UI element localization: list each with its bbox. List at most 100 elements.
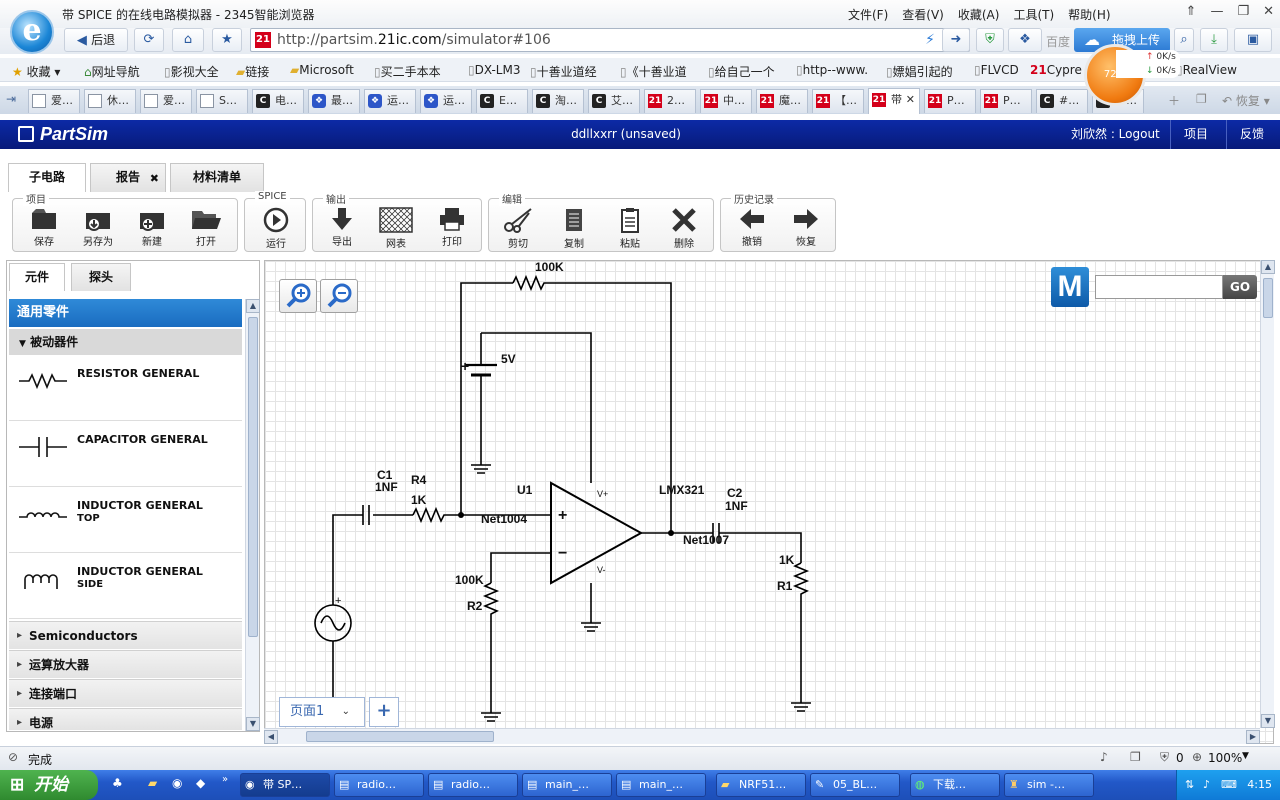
pin-icon[interactable]: ⇑ [1185, 4, 1197, 19]
ground-r1[interactable] [791, 702, 811, 712]
page-tab[interactable]: 页面1⌄ [279, 697, 365, 727]
tab[interactable]: ❖运… [420, 89, 472, 113]
print-button[interactable]: 打印 [425, 207, 479, 251]
menu-favorites[interactable]: 收藏(A) [957, 8, 1000, 22]
part-capacitor[interactable]: CAPACITOR GENERAL [9, 423, 242, 487]
shield-icon[interactable]: ⛨ [1160, 750, 1170, 764]
cut-button[interactable]: 剪切 [491, 207, 545, 251]
new-button[interactable]: 新建 [125, 207, 179, 251]
ime-icon[interactable]: ⌨ [1221, 778, 1237, 791]
tab-report[interactable]: 报告✖ [90, 163, 166, 192]
schematic-canvas[interactable]: 100K 5V + C1 1NF R4 1K U1 LMX321 C2 1NF … [264, 260, 1274, 744]
schematic[interactable]: 100K 5V + C1 1NF R4 1K U1 LMX321 C2 1NF … [265, 261, 1274, 744]
go-button[interactable]: ➜ [942, 28, 970, 52]
chevron-down-icon[interactable]: ▼ [1242, 751, 1249, 761]
tab[interactable]: ❖运… [364, 89, 416, 113]
zoom-icon[interactable]: ⊕ [1192, 750, 1203, 764]
quicklaunch-icon[interactable]: ♣ [112, 776, 123, 790]
bookmark-item[interactable]: ▯十善业道经 [530, 63, 597, 80]
menu-view[interactable]: 查看(V) [902, 8, 944, 22]
scroll-left-icon[interactable]: ◀ [264, 730, 278, 744]
subcategory-passive[interactable]: ▼ 被动器件 [9, 329, 242, 355]
undo-button[interactable]: 撤销 [725, 207, 779, 251]
open-button[interactable]: 打开 [179, 207, 233, 251]
download-button[interactable]: ⤓ [1200, 28, 1228, 52]
logout-link[interactable]: 刘欣然 : Logout [1071, 127, 1160, 141]
start-button[interactable]: ⊞开始 [0, 770, 98, 800]
close-icon[interactable]: ✖ [149, 172, 159, 185]
volume-icon[interactable]: ♪ [1203, 778, 1211, 791]
task-item[interactable]: ◍下载… [910, 773, 1000, 797]
tab-bom[interactable]: 材料清单 [170, 163, 264, 192]
menu-tools[interactable]: 工具(T) [1013, 8, 1055, 22]
category-header[interactable]: 通用零件 [9, 299, 242, 327]
scroll-up-icon[interactable]: ▲ [246, 299, 260, 313]
sidebar-toggle-icon[interactable]: ⇥ [6, 92, 17, 106]
refresh-button[interactable]: ⟳ [134, 28, 164, 52]
category-semiconductors[interactable]: Semiconductors [9, 621, 242, 650]
tab[interactable]: C#… [1036, 89, 1088, 113]
chevron-down-icon[interactable]: ⌄ [341, 706, 350, 717]
zoom-in-button[interactable] [279, 279, 317, 313]
partsim-logo[interactable]: PartSim [18, 124, 108, 145]
wire-source-c1[interactable] [332, 514, 363, 605]
wire-vplus[interactable] [481, 332, 592, 483]
tab-probes[interactable]: 探头 [71, 263, 131, 291]
resistor-r1[interactable] [792, 562, 810, 703]
window-icon[interactable]: ❐ [1130, 750, 1141, 764]
category-connectors[interactable]: 连接端口 [9, 679, 242, 708]
address-url[interactable]: http://partsim.21ic.com/simulator#106 [277, 32, 551, 48]
restore-tab-button[interactable]: ↶ 恢复 ▾ [1222, 94, 1270, 108]
sidebar-scroll-thumb[interactable] [248, 317, 258, 637]
menu-file[interactable]: 文件(F) [848, 8, 889, 22]
back-button[interactable]: ◀ 后退 [64, 28, 128, 52]
copy-button[interactable]: 复制 [547, 207, 601, 251]
category-opamps[interactable]: 运算放大器 [9, 650, 242, 679]
save-as-button[interactable]: 另存为 [71, 207, 125, 251]
zoom-level[interactable]: 100% [1208, 751, 1243, 765]
browser-icon[interactable]: ◉ [172, 776, 183, 790]
tab-list-icon[interactable]: ❐ [1196, 92, 1207, 106]
zoom-out-button[interactable] [320, 279, 358, 313]
add-page-button[interactable]: + [369, 697, 399, 727]
ground-opamp[interactable] [581, 622, 601, 632]
bookmark-item[interactable]: ▯《十善业道 [620, 63, 687, 80]
tab[interactable]: 休… [84, 89, 136, 113]
canvas-vscroll-thumb[interactable] [1263, 278, 1273, 318]
clock[interactable]: 4:15 [1247, 778, 1272, 791]
parts-search-go-button[interactable]: GO [1223, 275, 1257, 299]
scroll-down-icon[interactable]: ▼ [246, 717, 260, 731]
bookmark-favorites[interactable]: ★ 收藏 ▾ [12, 65, 61, 79]
redo-button[interactable]: 恢复 [779, 207, 833, 251]
task-item[interactable]: ▤main_… [616, 773, 706, 797]
task-item[interactable]: ✎05_BL… [810, 773, 900, 797]
run-button[interactable]: 运行 [249, 207, 303, 251]
bookmark-item[interactable]: ▯http--www. [796, 63, 868, 77]
task-browser[interactable]: ◉带 SP… [240, 773, 330, 797]
favorite-button[interactable]: ★ [212, 28, 242, 52]
search-button[interactable]: ⌕ [1174, 28, 1194, 52]
tab-components[interactable]: 元件 [9, 263, 65, 291]
mouser-logo-icon[interactable]: M [1051, 267, 1089, 307]
delete-button[interactable]: 删除 [657, 207, 711, 251]
opamp-u1[interactable] [550, 481, 644, 585]
project-link[interactable]: 项目 [1170, 120, 1221, 149]
canvas-hscroll-thumb[interactable] [306, 731, 494, 742]
wire-feedback-left[interactable] [460, 282, 513, 515]
ground-r2[interactable] [481, 712, 501, 722]
task-item[interactable]: ♜sim -… [1004, 773, 1094, 797]
address-bar[interactable]: 21 http://partsim.21ic.com/simulator#106… [250, 28, 970, 52]
part-resistor[interactable]: RESISTOR GENERAL [9, 357, 242, 421]
category-power[interactable]: 电源 [9, 708, 242, 737]
explorer-icon[interactable]: ▰ [148, 776, 158, 790]
network-icon[interactable]: ⇅ [1185, 778, 1195, 791]
bookmark-item[interactable]: ▯DX-LM3 [468, 63, 520, 77]
bookmark-item[interactable]: ▯嫖娼引起的 [886, 63, 953, 80]
